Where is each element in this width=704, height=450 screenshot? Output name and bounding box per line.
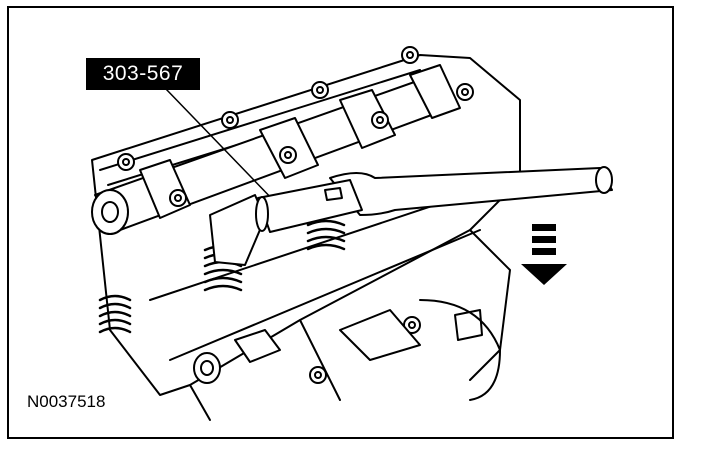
head-castings — [193, 299, 501, 401]
tool-number-callout: 303-567 — [86, 58, 200, 90]
bolt-icon — [117, 46, 474, 384]
compressor-tool-icon — [209, 166, 613, 266]
cylinder-head — [91, 54, 521, 421]
figure-id: N0037518 — [27, 392, 106, 411]
down-arrow-icon — [521, 224, 567, 285]
callout-leader-line — [164, 87, 279, 206]
